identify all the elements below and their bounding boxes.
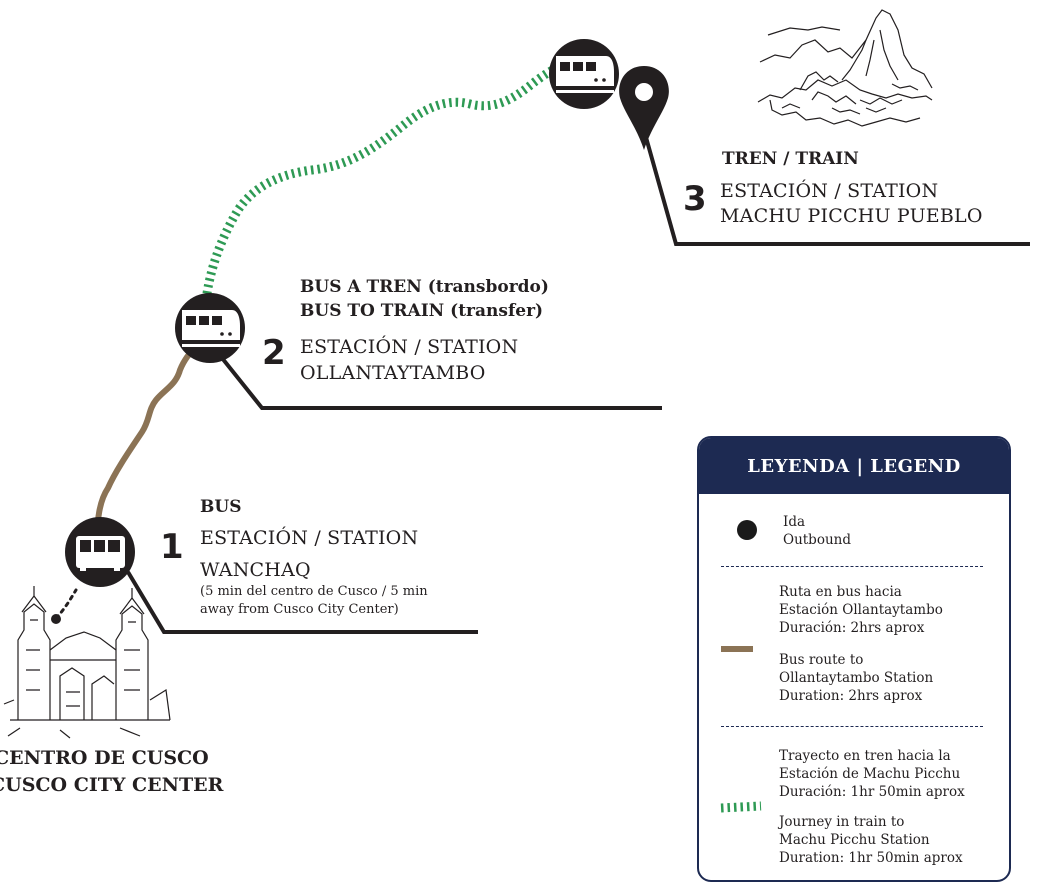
location-pin-icon <box>619 66 669 150</box>
stop-3-station-name: MACHU PICCHU PUEBLO <box>720 205 983 227</box>
legend-bus-es-2: Estación Ollantaytambo <box>779 602 943 618</box>
legend-outbound-en: Outbound <box>783 532 851 548</box>
stop-2-title-es: BUS A TREN (transbordo) <box>300 277 549 297</box>
stop-1-title: BUS <box>200 497 242 517</box>
bus-route-swatch <box>721 646 753 652</box>
train-route-swatch <box>720 801 762 813</box>
origin-label-es: CENTRO DE CUSCO <box>0 747 209 769</box>
stop-1-marker[interactable] <box>65 517 135 587</box>
legend-train-en-2: Machu Picchu Station <box>779 832 930 848</box>
stop-1-note-line1: (5 min del centro de Cusco / 5 min <box>200 584 428 599</box>
outbound-marker-icon <box>737 520 757 540</box>
legend-panel: LEYENDA | LEGEND Ida Outbound Ruta en bu… <box>697 436 1011 882</box>
stop-3-leader <box>638 115 1030 246</box>
origin-dot <box>51 614 61 624</box>
origin-connector <box>54 588 78 620</box>
stop-1-note-line2: away from Cusco City Center) <box>200 602 399 617</box>
stop-3-marker[interactable] <box>549 39 669 150</box>
stop-1-station-name: WANCHAQ <box>200 559 311 581</box>
stop-2-marker[interactable] <box>175 293 245 363</box>
legend-outbound-es: Ida <box>783 514 806 530</box>
stop-2-station-name: OLLANTAYTAMBO <box>300 362 486 384</box>
legend-train-es-1: Trayecto en tren hacia la <box>779 748 951 764</box>
bus-route-line <box>94 342 201 548</box>
train-icon <box>182 310 240 347</box>
legend-bus-en-1: Bus route to <box>779 652 864 668</box>
stop-3-title: TREN / TRAIN <box>722 149 859 169</box>
legend-divider <box>721 726 983 727</box>
stop-3-station-label: ESTACIÓN / STATION <box>720 180 939 202</box>
machu-picchu-illustration <box>757 9 933 127</box>
stop-2-station-label: ESTACIÓN / STATION <box>300 336 519 358</box>
stop-1-number: 1 <box>160 527 184 567</box>
stop-3-number: 3 <box>683 179 707 219</box>
stop-2-title-en: BUS TO TRAIN (transfer) <box>300 301 544 321</box>
stop-1-station-label: ESTACIÓN / STATION <box>200 527 419 549</box>
legend-bus-en-3: Duration: 2hrs aprox <box>779 688 923 704</box>
legend-bus-en-2: Ollantaytambo Station <box>779 670 934 686</box>
stop-2-leader <box>220 356 662 410</box>
legend-train-en-1: Journey in train to <box>779 814 905 830</box>
cusco-cathedral-illustration <box>3 586 171 739</box>
legend-train-es-2: Estación de Machu Picchu <box>779 766 961 782</box>
stop-2-number: 2 <box>262 333 286 373</box>
legend-bus-es-1: Ruta en bus hacia <box>779 584 902 600</box>
legend-divider <box>721 566 983 567</box>
legend-bus-es-3: Duración: 2hrs aprox <box>779 620 925 636</box>
train-route-line <box>201 61 563 301</box>
train-icon <box>556 56 614 93</box>
legend-train-es-3: Duración: 1hr 50min aprox <box>779 784 965 800</box>
legend-title: LEYENDA | LEGEND <box>699 438 1009 494</box>
legend-train-en-3: Duration: 1hr 50min aprox <box>779 850 963 866</box>
origin-label-en: CUSCO CITY CENTER <box>0 774 224 796</box>
stop-1-leader <box>126 570 478 634</box>
bus-icon <box>76 536 125 571</box>
